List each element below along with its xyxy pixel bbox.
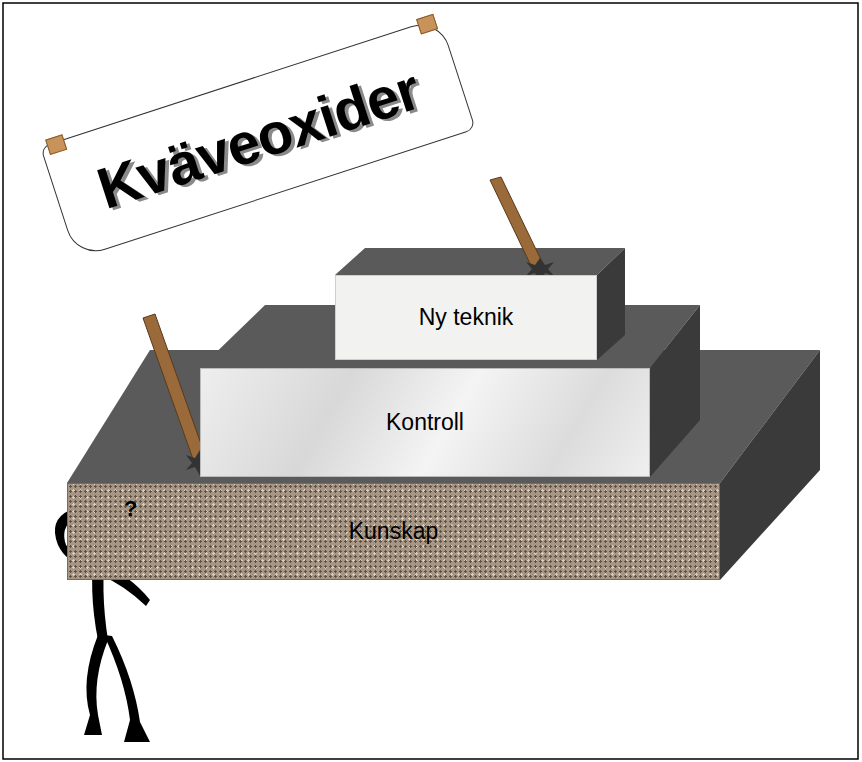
banner-stick (490, 177, 545, 272)
frame (3, 3, 858, 759)
block-side (720, 350, 820, 580)
stone-block: Kontroll (200, 368, 650, 477)
block-label: Ny teknik (419, 304, 514, 331)
banner: Kväveoxider (40, 17, 476, 259)
tape (416, 14, 438, 35)
stone-block: Kunskap (67, 483, 720, 580)
block-top (335, 248, 625, 275)
banner-text: Kväveoxider (89, 55, 427, 222)
stone-block: Ny teknik (335, 275, 597, 360)
banner-stick (143, 314, 206, 462)
block-label: Kunskap (349, 518, 439, 545)
tape (45, 134, 67, 155)
block-label: Kontroll (386, 409, 464, 436)
block-side (597, 248, 625, 360)
question-mark: ? (124, 496, 137, 522)
block-side (650, 305, 700, 477)
